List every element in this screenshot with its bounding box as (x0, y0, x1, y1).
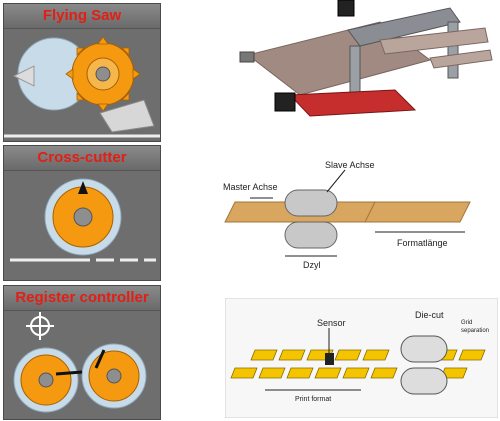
unwind-roll (239, 51, 255, 63)
diecut-label: Die-cut (415, 310, 444, 320)
flying-saw-title-bar (4, 4, 160, 29)
slave-label: Slave Achse (325, 160, 375, 170)
roller-left-hub (38, 372, 54, 388)
sensor-icon (325, 353, 334, 365)
register-mark-icon (26, 312, 54, 340)
register-controller-panel: Register controller (3, 285, 161, 420)
drive-belt (288, 89, 417, 117)
die-cut-roll-top (400, 335, 448, 363)
register-controller-title-bar (4, 286, 160, 311)
grid-label-2: separation (461, 328, 489, 334)
flying-saw-illustration (4, 36, 160, 138)
register-controller-title: Register controller (15, 289, 149, 306)
master-cylinder (284, 221, 338, 249)
cut-sheet-2 (429, 49, 493, 69)
cutter-knife-icon (78, 181, 88, 194)
flying-saw-panel: Flying Saw (3, 3, 161, 142)
saw-blade-icon (65, 36, 141, 112)
print-format-label: Print format (295, 396, 331, 403)
cross-cutter-illustration (10, 178, 156, 262)
cross-cutter-title-bar (4, 146, 160, 171)
grid-label-1: Grid (461, 320, 472, 326)
format-label: Formatlänge (397, 238, 448, 248)
gantry-top (347, 7, 461, 47)
gantry-motor-icon (337, 0, 355, 17)
cut-sheet-piece (364, 201, 471, 223)
roller-right-mark (94, 349, 106, 369)
flying-saw-machine-diagram (239, 0, 493, 117)
cross-cutter-diagram: Master Achse Slave Achse Formatlänge Dzy… (223, 160, 471, 270)
slave-pointer (326, 169, 346, 193)
saw-carriage (99, 99, 155, 133)
sensor-label: Sensor (317, 318, 346, 328)
left-arrow-plate (12, 65, 35, 87)
die-cut-diagram: Sensor Die-cut Grid separation Print for… (225, 298, 498, 418)
cutter-hub (73, 207, 93, 227)
dzyl-label: Dzyl (303, 260, 321, 270)
cross-cutter-title: Cross-cutter (37, 149, 127, 166)
flying-saw-title: Flying Saw (42, 7, 122, 24)
master-label: Master Achse (223, 182, 278, 192)
gantry-leg-right (447, 21, 459, 79)
cut-sheet (379, 27, 489, 55)
cross-cutter-panel: Cross-cutter (3, 145, 161, 281)
drive-motor-icon (274, 92, 296, 112)
slave-cylinder (284, 189, 338, 217)
die-cut-roll-bottom (400, 367, 448, 395)
roller-right-hub (106, 368, 122, 384)
register-controller-illustration (13, 312, 147, 413)
roller-left-mark (55, 370, 83, 376)
